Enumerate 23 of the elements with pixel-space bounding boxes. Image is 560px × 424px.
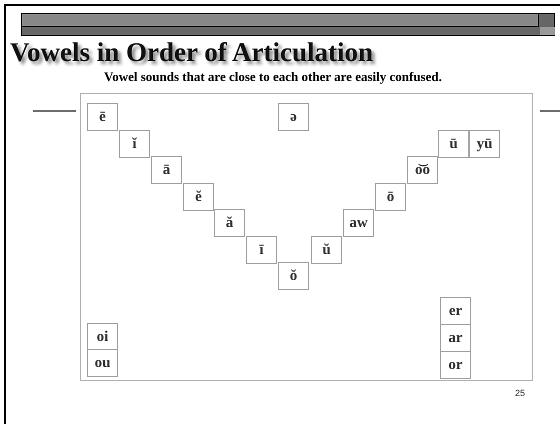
vowel-box: er — [440, 297, 471, 325]
subtitle: Vowel sounds that are close to each other are easily confused. — [104, 68, 442, 86]
vowel-box: oi — [87, 323, 118, 351]
vowel-box: ŏ — [278, 262, 309, 290]
vowel-box: ī — [246, 236, 277, 264]
vowel-box: ū — [438, 130, 469, 158]
vowel-box: yū — [469, 130, 500, 158]
vowel-box: ŭ — [311, 236, 342, 264]
vowel-box: ĭ — [119, 130, 150, 158]
vowel-box: ā — [151, 156, 182, 184]
vowel-box: or — [440, 351, 471, 379]
vowel-box: ou — [87, 349, 118, 377]
vowel-box: ar — [440, 324, 471, 352]
vowel-box: ō — [375, 183, 406, 211]
page-number: 25 — [515, 387, 526, 400]
vowel-box: aw — [343, 209, 374, 237]
frame-box — [80, 93, 533, 381]
vowel-box: o͝o — [407, 156, 438, 184]
title: Vowels in Order of Articulation — [10, 39, 373, 66]
vowel-box: ə — [278, 103, 309, 131]
vowel-box: ĕ — [183, 183, 214, 211]
vowel-box: ē — [87, 103, 118, 131]
vowel-box: ă — [214, 209, 245, 237]
